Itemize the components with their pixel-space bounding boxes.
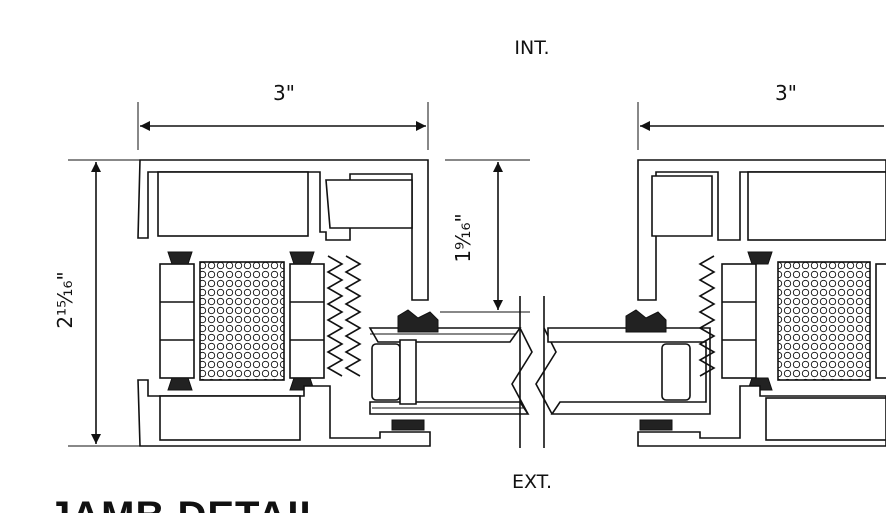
frame-depth-label: 2¹⁵⁄₁₆": [53, 271, 77, 328]
left-polyamide-strut-b: [289, 263, 325, 379]
sash-depth-label: 1⁹⁄₁₆": [451, 213, 475, 262]
right-top-seal: [625, 309, 667, 333]
left-frame-section: [137, 159, 431, 447]
sash-depth-dimension: [440, 159, 530, 313]
left-exterior-chamber: [159, 395, 301, 441]
exterior-label: EXT.: [512, 471, 552, 493]
right-gaskets: [747, 251, 773, 391]
right-bottom-seal: [639, 419, 673, 431]
left-weatherstrip: [326, 255, 344, 377]
width-label-left: 3": [273, 81, 295, 105]
width-dimension-left: [137, 102, 429, 150]
width-label-right: 3": [775, 81, 797, 105]
right-polyamide-strut: [721, 263, 757, 379]
frame-depth-dimension: [68, 159, 140, 447]
right-frame-section: [637, 159, 886, 447]
left-interior-chamber: [157, 171, 309, 237]
left-sash-interior-chamber: [325, 179, 413, 229]
right-glazing-bead: [661, 343, 691, 401]
interior-label: INT.: [514, 37, 549, 59]
width-dimension-right: [637, 102, 884, 150]
left-foam-core: [199, 261, 285, 381]
glazing-panel: [368, 309, 711, 431]
right-sash-interior-chamber: [651, 175, 713, 237]
right-foam-core: [777, 261, 871, 381]
right-interior-chamber: [747, 171, 886, 241]
left-gaskets: [167, 251, 315, 391]
right-weatherstrip: [698, 255, 716, 377]
left-glazing-bead: [371, 343, 401, 401]
left-bottom-seal: [391, 419, 425, 431]
right-exterior-chamber: [765, 397, 886, 441]
left-polyamide-strut-a: [159, 263, 195, 379]
left-top-seal: [397, 309, 439, 333]
drawing-title: JAMB DETAIL: [48, 496, 325, 513]
